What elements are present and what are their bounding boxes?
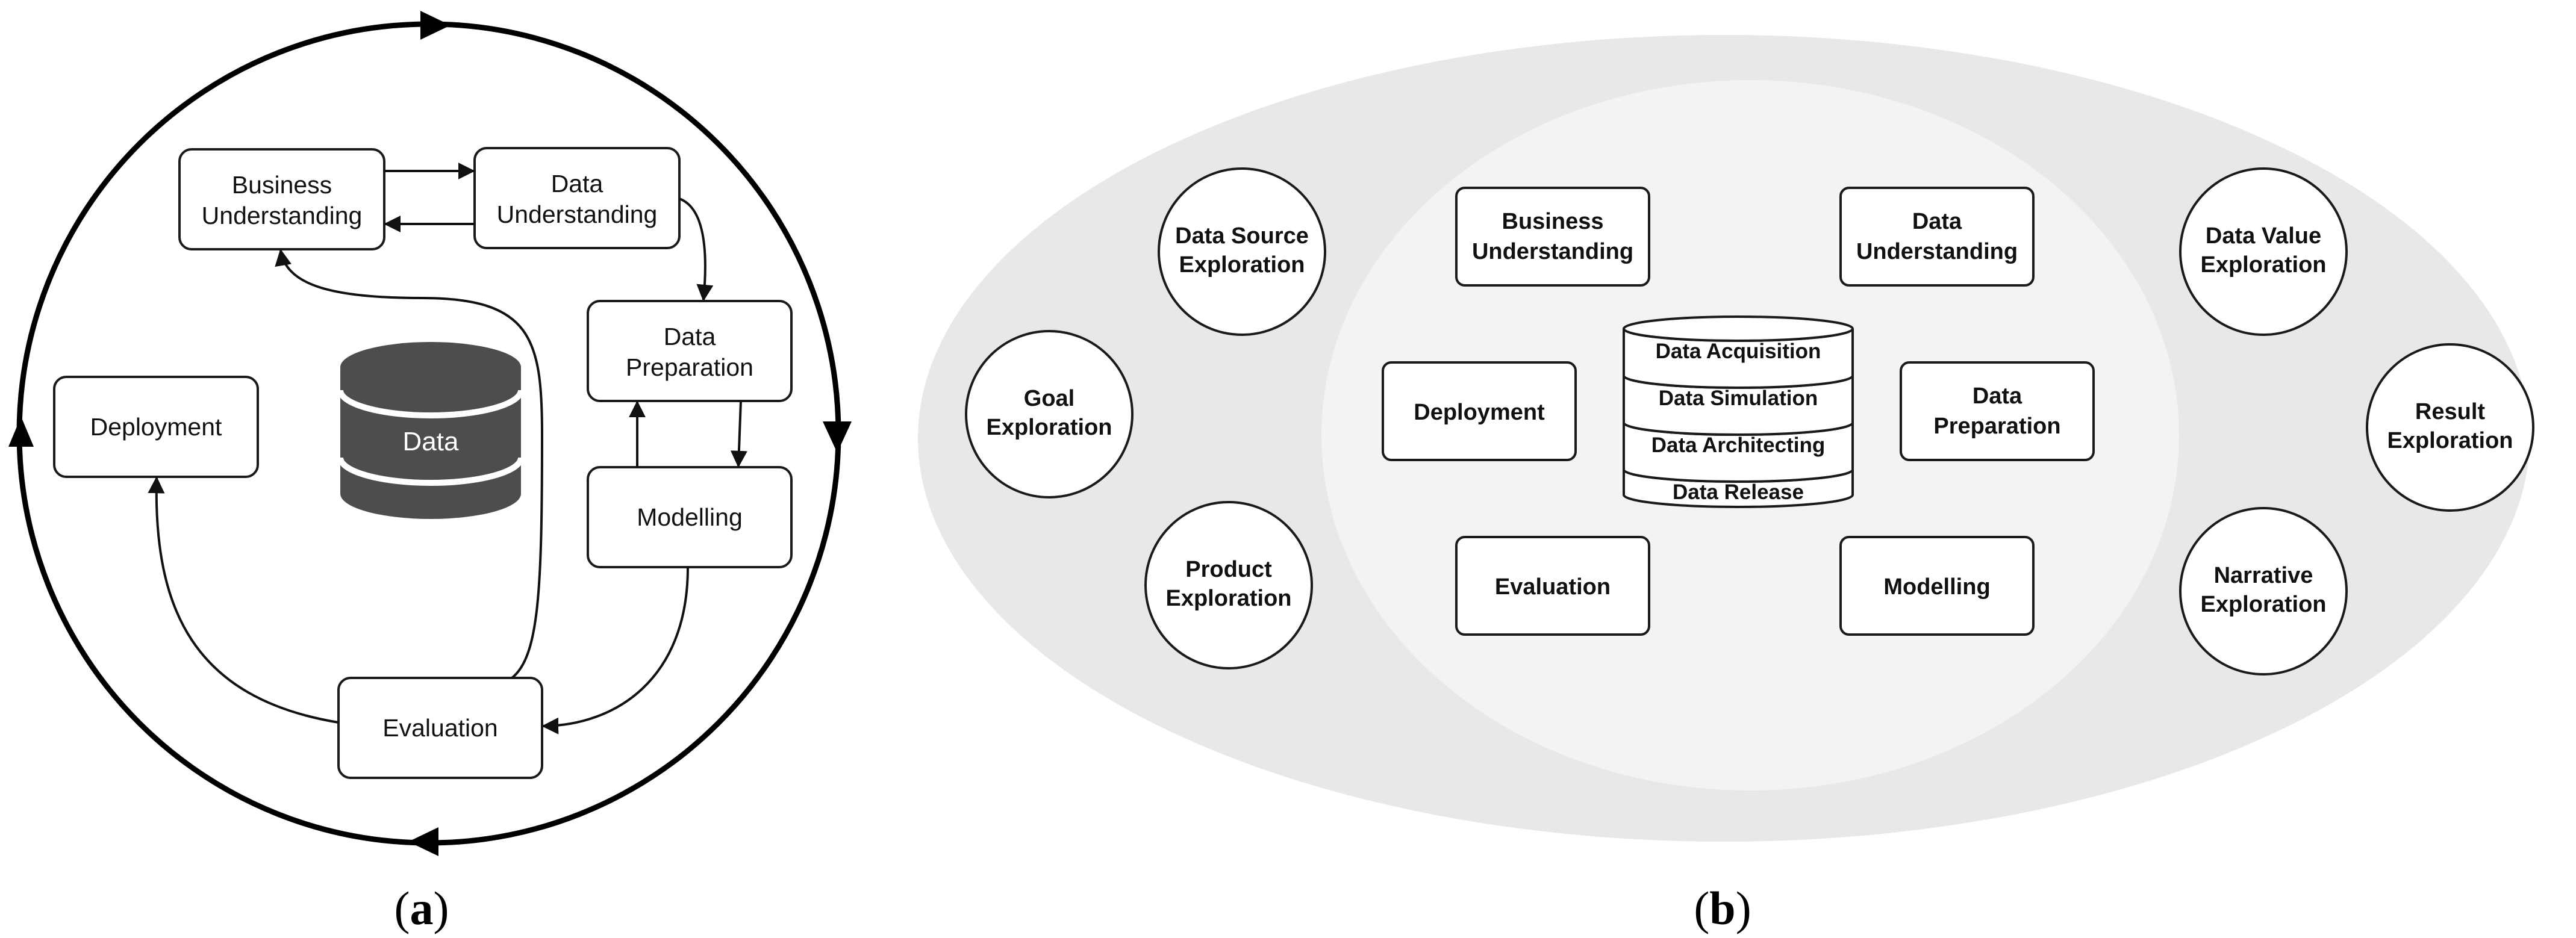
box-label-line1: Data (664, 323, 716, 350)
circle-label-line1: Product (1185, 557, 1272, 582)
box-label: Deployment (1414, 400, 1545, 425)
box-label: Deployment (90, 413, 222, 441)
arrow-eval-to-bu (275, 249, 544, 679)
box-deployment: Deployment (53, 376, 259, 478)
circle-label-line2: Exploration (1179, 252, 1305, 278)
ring-arrow-bottom (408, 827, 438, 856)
ring-arrow-top (420, 11, 451, 40)
box-label-line2: Understanding (202, 202, 363, 229)
stacked-database: Data Acquisition Data Simulation Data Ar… (1623, 315, 1854, 508)
circle-product-exploration: Product Exploration (1144, 501, 1313, 669)
box-label-line2: Understanding (497, 200, 658, 228)
box-label-line2: Preparation (626, 353, 753, 381)
inner-box-evaluation: Evaluation (1455, 536, 1650, 636)
arrow-mod-to-eval (541, 567, 689, 735)
box-label: Modelling (1883, 574, 1990, 600)
box-evaluation: Evaluation (337, 677, 543, 779)
database-layer-label: Data Simulation (1659, 387, 1818, 410)
circle-label-line1: Narrative (2214, 563, 2313, 588)
database-icon: Data (337, 342, 524, 519)
box-label-line2: Understanding (1856, 239, 2018, 264)
caption-b-letter: b (1709, 882, 1735, 934)
box-label-line1: Data (1973, 384, 2022, 409)
box-label-line2: Preparation (1933, 414, 2060, 439)
circle-result-exploration: Result Exploration (2366, 343, 2534, 512)
box-label-line1: Business (1502, 209, 1604, 234)
circle-label-line1: Data Source (1175, 223, 1309, 249)
inner-box-business-understanding: Business Understanding (1455, 187, 1650, 287)
circle-label-line1: Data Value (2206, 223, 2321, 249)
ring-arrow-right (823, 421, 852, 453)
panel-b: Business Understanding Data Understandin… (918, 35, 2534, 934)
box-data-preparation: Data Preparation (587, 300, 793, 402)
circle-data-value-exploration: Data Value Exploration (2179, 167, 2348, 336)
box-label-line1: Data (551, 170, 603, 197)
circle-narrative-exploration: Narrative Exploration (2179, 507, 2348, 676)
ring-arrow-left (8, 417, 34, 447)
arrow-dp-to-mod (730, 400, 747, 468)
caption-a-letter: a (410, 882, 434, 934)
circle-label-line2: Exploration (986, 415, 1112, 440)
caption-b: (b) (1694, 882, 1751, 934)
database-label: Data (403, 427, 459, 456)
circle-goal-exploration: Goal Exploration (965, 330, 1134, 499)
inner-box-data-preparation: Data Preparation (1900, 361, 2095, 461)
inner-box-data-understanding: Data Understanding (1839, 187, 2035, 287)
circle-label-line2: Exploration (1165, 586, 1291, 611)
inner-box-modelling: Modelling (1839, 536, 2035, 636)
circle-label-line2: Exploration (2387, 428, 2513, 453)
inner-box-deployment: Deployment (1382, 361, 1577, 461)
box-label: Evaluation (382, 714, 497, 742)
database-layer-label: Data Release (1673, 480, 1804, 504)
box-label: Evaluation (1495, 574, 1611, 600)
box-data-understanding: Data Understanding (473, 147, 681, 249)
circle-label-line2: Exploration (2200, 592, 2326, 617)
box-label-line1: Business (232, 171, 332, 199)
panel-a: Business Understanding Data Understandin… (8, 11, 852, 934)
box-label: Modelling (637, 503, 743, 531)
database-layer-label: Data Architecting (1651, 433, 1825, 457)
circle-label-line1: Goal (1024, 386, 1074, 411)
arrow-du-to-dp (679, 197, 714, 302)
circle-label-line2: Exploration (2200, 252, 2326, 278)
arrow-eval-to-deploy (148, 476, 339, 724)
box-label-line2: Understanding (1472, 239, 1633, 264)
circle-label-line1: Result (2415, 399, 2485, 424)
box-business-understanding: Business Understanding (178, 148, 385, 250)
database-layer-label: Data Acquisition (1656, 340, 1821, 363)
caption-a: (a) (395, 882, 449, 934)
box-label-line1: Data (1912, 209, 1962, 234)
circle-data-source-exploration: Data Source Exploration (1158, 167, 1326, 336)
box-modelling: Modelling (587, 466, 793, 568)
